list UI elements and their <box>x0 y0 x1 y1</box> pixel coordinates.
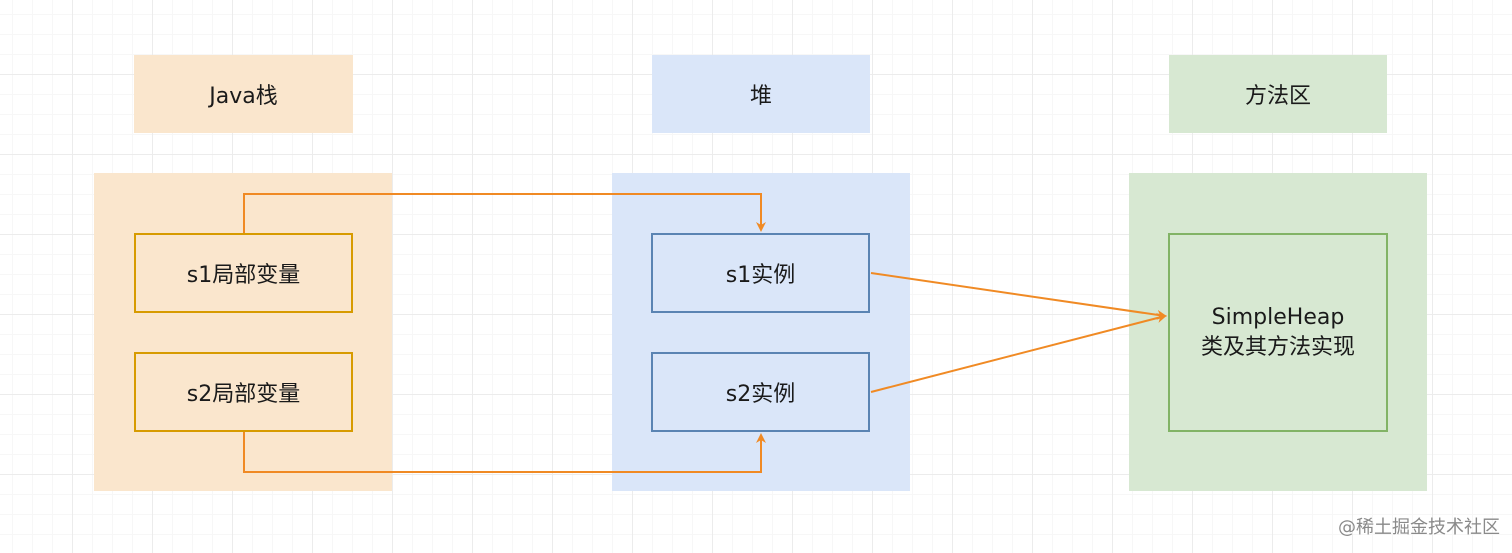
arrow-s2-instance-to-class <box>870 313 1167 393</box>
s1-instance-label: s1实例 <box>725 263 796 288</box>
simpleheap-class-name: SimpleHeap <box>1211 304 1345 330</box>
method-area-title: 方法区 <box>1169 55 1387 133</box>
s2-local-variable-box: s2局部变量 <box>134 352 353 432</box>
method-area-title-text: 方法区 <box>1244 84 1311 109</box>
s2-local-variable-label: s2局部变量 <box>186 382 301 407</box>
java-stack-title-text: Java栈 <box>209 84 278 109</box>
heap-title-text: 堆 <box>749 84 772 109</box>
simpleheap-class-description: 类及其方法实现 <box>1200 334 1355 360</box>
s1-local-variable-box: s1局部变量 <box>134 233 353 313</box>
watermark-text: @稀土掘金技术社区 <box>1338 517 1500 538</box>
java-stack-title: Java栈 <box>134 55 353 133</box>
heap-title: 堆 <box>652 55 870 133</box>
simpleheap-class-box: SimpleHeap 类及其方法实现 <box>1168 233 1388 432</box>
arrow-s1-instance-to-class <box>870 272 1167 320</box>
s1-local-variable-label: s1局部变量 <box>186 263 301 288</box>
s2-instance-label: s2实例 <box>725 382 796 407</box>
heap-region <box>612 173 910 491</box>
s2-instance-box: s2实例 <box>651 352 870 432</box>
java-stack-region <box>94 173 392 491</box>
s1-instance-box: s1实例 <box>651 233 870 313</box>
